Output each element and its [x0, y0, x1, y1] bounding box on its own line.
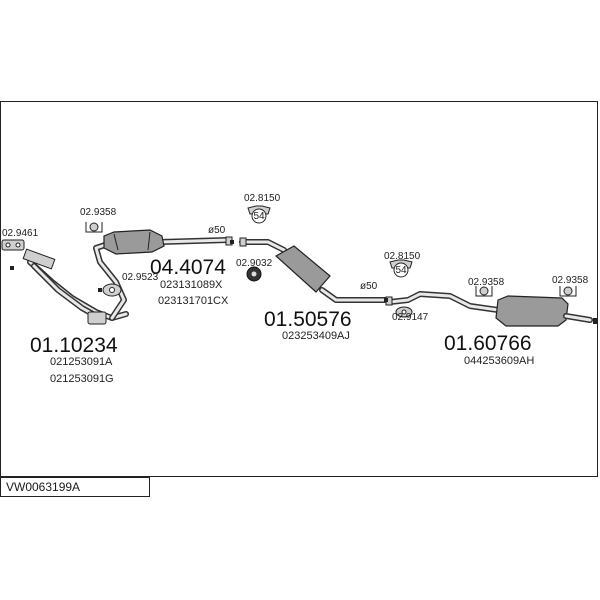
clamp-54-icon[interactable]: 54: [389, 259, 413, 278]
diagram-code: VW0063199A: [0, 477, 150, 497]
part-number: 04.4074: [150, 256, 226, 279]
rear-silencer[interactable]: [385, 291, 593, 327]
accessory-label: 02.9523: [122, 272, 159, 283]
part-ref: 044253609AH: [464, 355, 534, 367]
middle-silencer[interactable]: [239, 237, 389, 303]
clamp-size-label: 54: [253, 211, 265, 222]
part-number: 01.10234: [30, 334, 118, 357]
hanger-icon[interactable]: [102, 283, 122, 297]
part-ref: 023253409AJ: [282, 330, 350, 342]
accessory-label: 02.9358: [552, 275, 589, 286]
clamp-icon[interactable]: [559, 286, 577, 297]
bolt-marker: [98, 288, 102, 292]
accessory-label: 02.9461: [2, 228, 39, 239]
accessory-label: 02.9358: [468, 277, 505, 288]
clamp-icon[interactable]: [475, 286, 493, 297]
clamp-icon[interactable]: [85, 222, 103, 233]
clamp-54-icon[interactable]: 54: [247, 205, 271, 224]
diameter-label: ø50: [360, 281, 378, 292]
bolt-marker: [230, 240, 234, 244]
part-ref: 023131701CX: [158, 295, 229, 307]
accessory-label: 02.8150: [244, 193, 281, 204]
part-ref: 021253091G: [50, 373, 114, 385]
diameter-label: ø50: [208, 225, 226, 236]
tailpipe-marker: [593, 318, 597, 324]
front-pipe[interactable]: [22, 241, 129, 325]
accessory-label: 02.9358: [80, 207, 117, 218]
clamp-size-label: 54: [395, 265, 407, 276]
catalytic-converter[interactable]: [103, 229, 233, 255]
accessory-label: 02.8150: [384, 251, 421, 262]
part-number: 01.60766: [444, 332, 532, 355]
hanger-icon[interactable]: [395, 306, 413, 318]
gasket-icon[interactable]: [1, 239, 25, 251]
bolt-marker: [10, 266, 14, 270]
diagram-frame: [0, 101, 598, 477]
accessory-label: 02.9032: [236, 258, 273, 269]
part-ref: 023131089X: [160, 279, 223, 291]
accessory-label: 02.9147: [392, 312, 429, 323]
bolt-marker: [384, 298, 388, 302]
rubber-ring-icon[interactable]: [246, 266, 262, 282]
part-ref: 021253091A: [50, 356, 113, 368]
part-number: 01.50576: [264, 308, 352, 331]
